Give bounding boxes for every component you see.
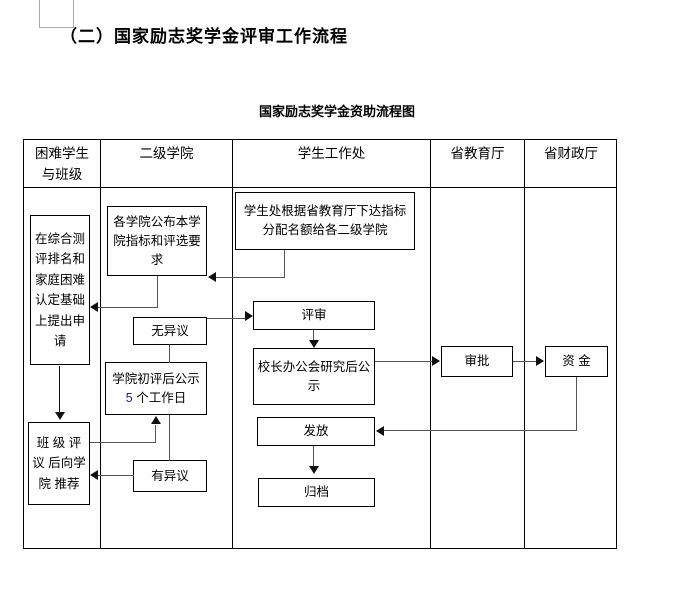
node-appraisal[interactable]: 评审 (253, 301, 375, 330)
connector-college-to-apply-h (98, 307, 158, 309)
lane-divider-1 (100, 140, 101, 548)
arrowhead-approve-to-funds (536, 356, 544, 366)
arrowhead-appraisal-to-president (309, 340, 319, 348)
publicity-text-prefix: 学院初评后公示 (112, 371, 200, 386)
connector-disburse-to-archive-v (313, 446, 315, 467)
lane-divider-2 (232, 140, 233, 548)
connector-quota-to-college-v (284, 250, 286, 278)
page-title: （二）国家励志奖学金评审工作流程 (60, 27, 348, 47)
swimlane-table: 困难学生 与班级 二级学院 学生工作处 省教育厅 省财政厅 (23, 139, 617, 549)
node-no-objection[interactable]: 无异议 (133, 317, 207, 345)
connector-president-to-approve (375, 361, 433, 363)
node-has-objection[interactable]: 有异议 (133, 460, 207, 492)
lane-header-finance-dept: 省财政厅 (544, 146, 598, 161)
node-funds[interactable]: 资 金 (545, 346, 608, 377)
connector-funds-to-disburse-h (384, 430, 577, 432)
arrowhead-funds-to-disburse (376, 426, 384, 436)
node-class-recommend[interactable]: 班 级 评议 后向学 院 推荐 (28, 422, 90, 505)
node-apply[interactable]: 在综合测评排名和家庭困难认定基础上提出申请 (30, 215, 90, 365)
arrowhead-class-to-review (151, 416, 161, 424)
node-college-review-publicity[interactable]: 学院初评后公示 5 个工作日 (105, 362, 207, 415)
header-row-divider (24, 187, 616, 188)
arrowhead-disburse-to-archive (309, 466, 319, 474)
arrowhead-quota-to-college (208, 272, 216, 282)
connector-objection-to-class-h (98, 475, 134, 477)
connector-appraisal-to-president-v (313, 330, 315, 341)
connector-class-to-review-v (155, 425, 157, 443)
node-archive[interactable]: 归档 (258, 478, 375, 507)
node-college-publish[interactable]: 各学院公布本学院指标和评选要求 (107, 206, 207, 276)
connector-no-objection-to-appraisal-h2 (207, 318, 246, 320)
flowchart-title: 国家励志奖学金资助流程图 (258, 104, 415, 119)
arrowhead-apply-to-class (55, 412, 65, 420)
publicity-days-number: 5 (125, 390, 133, 405)
arrowhead-college-to-apply (90, 302, 98, 312)
lane-divider-3 (430, 140, 431, 548)
connector-approve-to-funds (513, 361, 537, 363)
node-allocate-quota[interactable]: 学生处根据省教育厅下达指标分配名额给各二级学院 (235, 192, 415, 250)
connector-quota-to-college-h (216, 277, 285, 279)
arrowhead-no-objection-to-appraisal (245, 311, 253, 321)
lane-header-students-line1: 困难学生 (35, 145, 89, 161)
lane-header-edu-dept: 省教育厅 (450, 146, 505, 161)
lane-header-student-affairs: 学生工作处 (297, 146, 366, 161)
connector-no-objection-to-review (169, 345, 171, 363)
connector-apply-to-class-v (59, 366, 61, 413)
lane-divider-4 (524, 140, 525, 548)
node-approve[interactable]: 审批 (441, 346, 513, 377)
lane-header-students: 困难学生 与班级 (24, 140, 100, 187)
arrowhead-objection-to-class (90, 470, 98, 480)
page-corner-mark (39, 0, 74, 28)
lane-header-students-line2: 与班级 (41, 166, 83, 182)
arrowhead-president-to-approve (432, 356, 440, 366)
publicity-text-suffix: 个工作日 (132, 390, 187, 405)
node-president-meeting[interactable]: 校长办公会研究后公示 (253, 348, 375, 405)
node-disburse[interactable]: 发放 (257, 417, 375, 446)
connector-college-to-apply-v (157, 276, 159, 308)
connector-funds-to-disburse-v (576, 377, 578, 431)
lane-header-college: 二级学院 (139, 146, 194, 161)
connector-review-to-has-objection (169, 415, 171, 461)
connector-class-to-review-h (90, 442, 156, 444)
